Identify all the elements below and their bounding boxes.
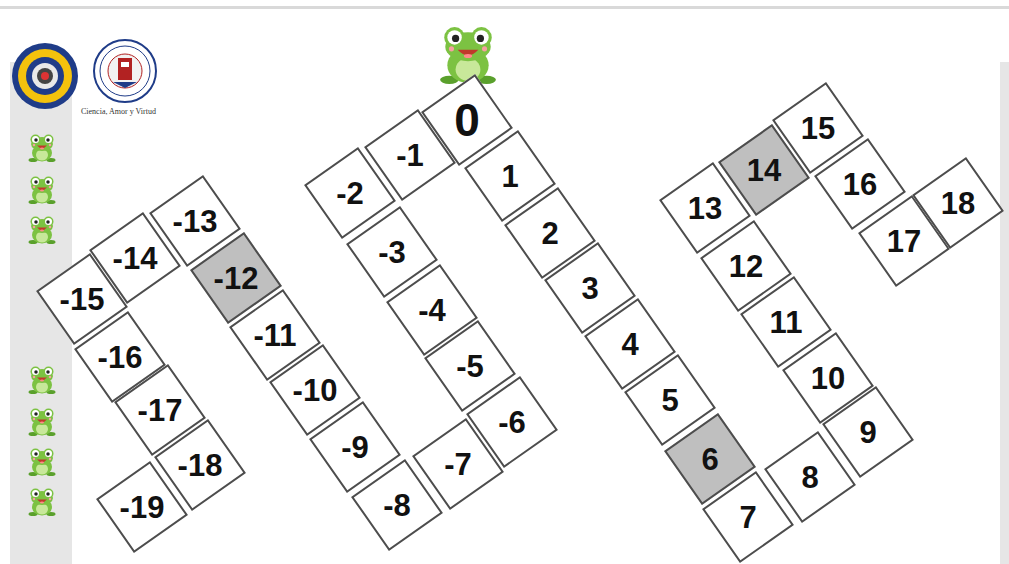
tile-number: 7 bbox=[739, 502, 756, 533]
tile-number: 10 bbox=[811, 363, 845, 394]
tile-number: 15 bbox=[801, 113, 835, 144]
number-tile: 3 bbox=[557, 255, 623, 321]
number-tile: -4 bbox=[399, 277, 465, 343]
number-tile: -19 bbox=[109, 474, 175, 540]
tile-number: 16 bbox=[843, 169, 877, 200]
tile-number: 13 bbox=[688, 193, 722, 224]
number-tile: -10 bbox=[282, 357, 348, 423]
school-motto: Ciencia, Amor y Virtud bbox=[81, 107, 156, 116]
tile-number: -17 bbox=[138, 395, 183, 426]
number-tile: 11 bbox=[753, 289, 819, 355]
tile-number: -12 bbox=[214, 263, 259, 294]
number-tile: 5 bbox=[637, 367, 703, 433]
tile-number: 6 bbox=[701, 444, 718, 475]
number-tile: 6 bbox=[677, 426, 743, 492]
tile-number: -9 bbox=[341, 432, 369, 463]
number-tile: 12 bbox=[713, 233, 779, 299]
tile-number: -13 bbox=[173, 206, 218, 237]
number-tile: -7 bbox=[425, 431, 491, 497]
tile-number: -6 bbox=[498, 407, 526, 438]
tile-number: -14 bbox=[113, 243, 158, 274]
number-tile: -8 bbox=[364, 472, 430, 538]
tile-number: 4 bbox=[621, 329, 638, 360]
number-tile: -17 bbox=[127, 377, 193, 443]
tile-number: -3 bbox=[378, 237, 406, 268]
number-tile: 9 bbox=[835, 399, 901, 465]
number-tile: 18 bbox=[925, 170, 991, 236]
tile-number: 5 bbox=[661, 385, 678, 416]
tile-number: 1 bbox=[501, 161, 518, 192]
number-tile: 1 bbox=[477, 143, 543, 209]
tile-number: 2 bbox=[541, 218, 558, 249]
tile-number: -5 bbox=[456, 351, 484, 382]
number-tile: 0 bbox=[434, 87, 500, 153]
tile-number: 17 bbox=[887, 226, 921, 257]
number-tile: 2 bbox=[517, 200, 583, 266]
number-tile: 13 bbox=[672, 175, 738, 241]
tile-number: 18 bbox=[941, 188, 975, 219]
number-tile: -15 bbox=[49, 266, 115, 332]
number-tile: -2 bbox=[317, 160, 383, 226]
tile-number: -10 bbox=[293, 375, 338, 406]
number-tile: 10 bbox=[795, 345, 861, 411]
tile-number: -11 bbox=[253, 320, 296, 351]
tile-number: -19 bbox=[120, 492, 165, 523]
tile-number: 12 bbox=[729, 251, 763, 282]
tile-number: -4 bbox=[418, 295, 446, 326]
number-tile: -12 bbox=[203, 245, 269, 311]
tile-number: 3 bbox=[581, 273, 598, 304]
number-tile: 14 bbox=[731, 137, 797, 203]
number-tile: 7 bbox=[715, 484, 781, 550]
number-tile: 17 bbox=[871, 208, 937, 274]
tile-number: -16 bbox=[98, 342, 143, 373]
number-tile: -1 bbox=[377, 122, 443, 188]
number-tile: -16 bbox=[87, 324, 153, 390]
tile-number: 11 bbox=[770, 307, 803, 338]
number-tile: -18 bbox=[167, 432, 233, 498]
number-tile: 15 bbox=[785, 95, 851, 161]
tile-number: -7 bbox=[444, 449, 472, 480]
number-tile: -13 bbox=[162, 188, 228, 254]
number-tile: -3 bbox=[359, 219, 425, 285]
tile-number: -1 bbox=[396, 140, 424, 171]
tile-number: 14 bbox=[747, 155, 781, 186]
tile-number: 0 bbox=[454, 97, 480, 143]
tile-number: 9 bbox=[859, 417, 876, 448]
tile-number: 8 bbox=[801, 462, 818, 493]
number-tile: -9 bbox=[322, 414, 388, 480]
tile-number: -2 bbox=[336, 178, 364, 209]
tile-number: -18 bbox=[178, 450, 223, 481]
number-tile: -11 bbox=[242, 302, 308, 368]
number-tile: 8 bbox=[777, 444, 843, 510]
tile-number: -8 bbox=[383, 490, 411, 521]
number-tile: -14 bbox=[102, 225, 168, 291]
number-tile: 16 bbox=[827, 151, 893, 217]
tile-number: -15 bbox=[60, 284, 105, 315]
number-tile: 4 bbox=[597, 311, 663, 377]
number-tile: -5 bbox=[437, 333, 503, 399]
number-tile: -6 bbox=[479, 389, 545, 455]
